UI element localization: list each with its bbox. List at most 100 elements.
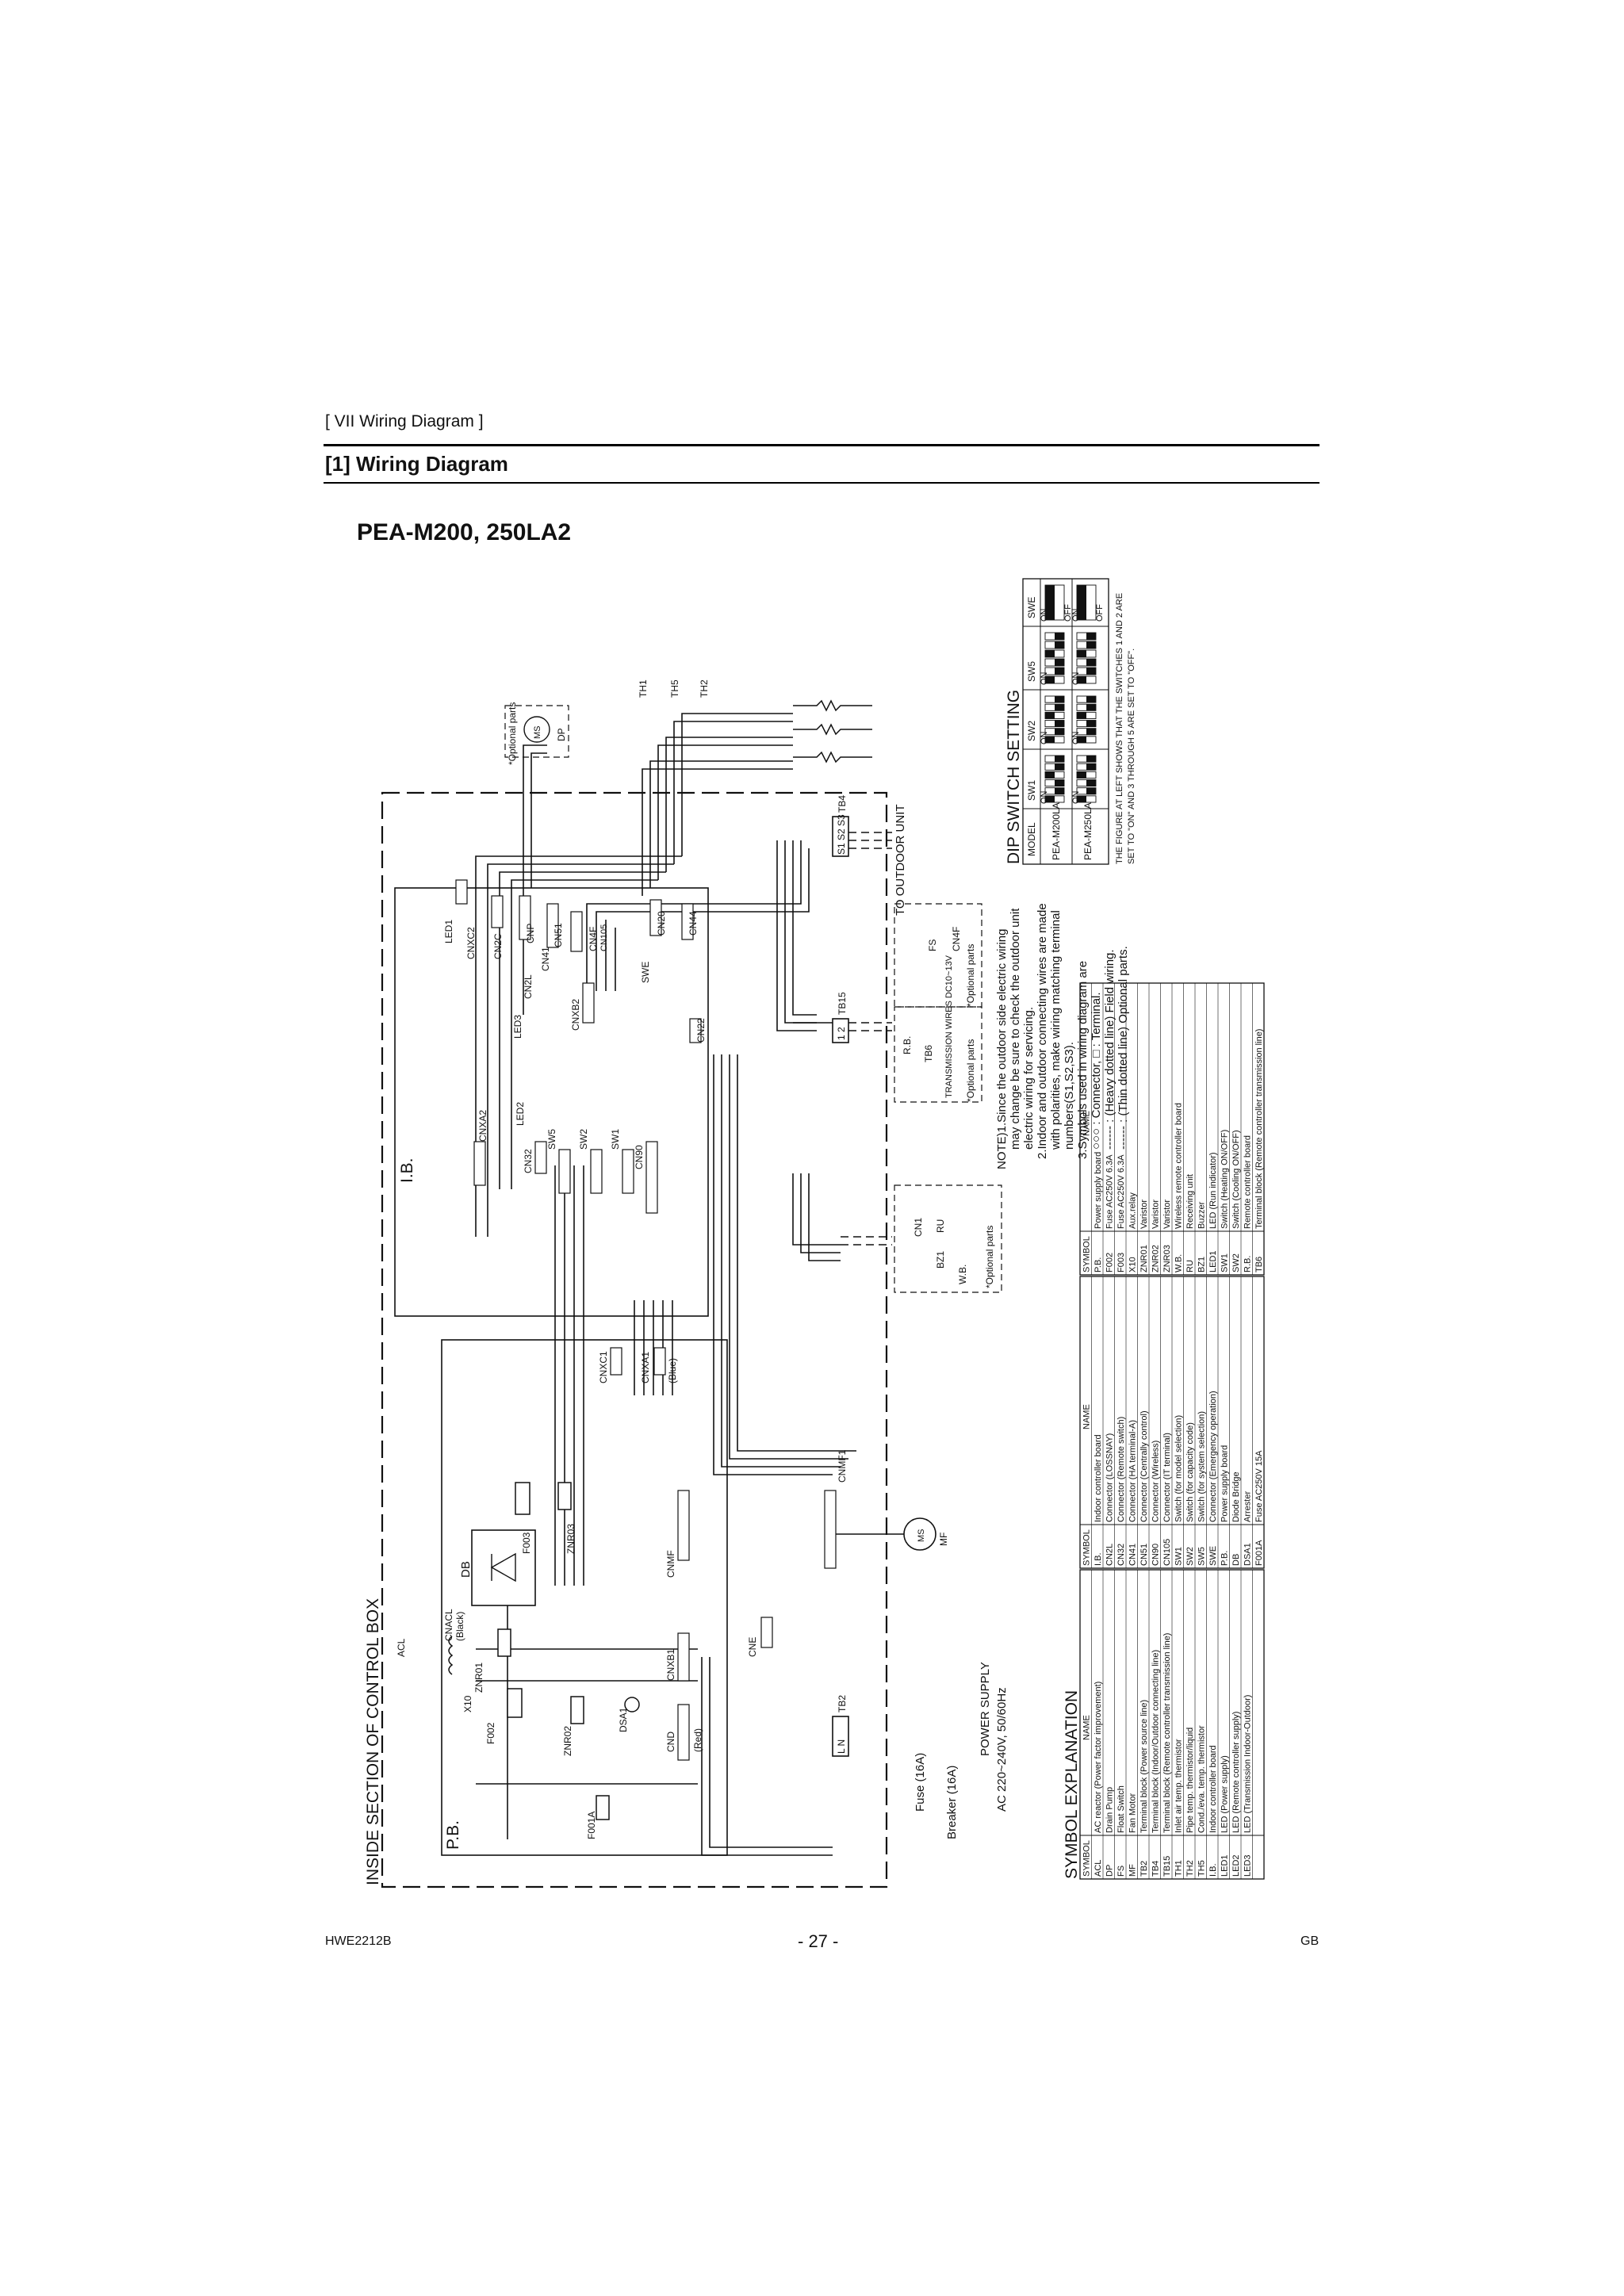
dip-switch-knob xyxy=(1077,771,1086,779)
symbol-title: SYMBOL EXPLANATION xyxy=(1063,1690,1081,1879)
dip-switch-knob xyxy=(1045,676,1055,683)
svg-text:3.Symbols used in wiring diagr: 3.Symbols used in wiring diagram are xyxy=(1076,961,1090,1159)
symbol-cell: F001A xyxy=(1254,1540,1264,1566)
svg-text:numbers(S1,S2,S3).: numbers(S1,S2,S3). xyxy=(1063,1042,1076,1150)
name-cell: Float Switch xyxy=(1116,1785,1126,1833)
name-cell: Fuse AC250V 15A xyxy=(1254,1450,1264,1522)
f001a-fuse xyxy=(596,1795,610,1820)
name-cell: Terminal block (Indoor/Outdoor connectin… xyxy=(1151,1650,1161,1833)
cn22-connector xyxy=(689,1018,702,1043)
name-header: NAME xyxy=(1082,1404,1092,1429)
cnxc1-connector xyxy=(610,1347,622,1376)
name-cell: Receiving unit xyxy=(1185,1174,1195,1229)
dip-note: THE FIGURE AT LEFT SHOWS THAT THE SWITCH… xyxy=(1115,593,1124,864)
x10-label: X10 xyxy=(462,1695,473,1712)
th2-label: TH2 xyxy=(699,679,710,698)
dip-switch-knob xyxy=(1086,779,1096,786)
name-cell: Fuse AC250V 6.3A xyxy=(1116,1154,1126,1229)
dip-switch-knob xyxy=(1086,756,1096,763)
name-cell: LED (Run indicator) xyxy=(1208,1152,1218,1229)
dip-on-label: ON xyxy=(1040,608,1049,622)
symbol-cell: X10 xyxy=(1128,1257,1138,1272)
rb-optional-box xyxy=(894,1006,982,1103)
name-cell: Connector (Wireless) xyxy=(1151,1441,1161,1522)
dip-switch-knob xyxy=(1077,650,1086,657)
title-rule xyxy=(324,482,1320,484)
dip-switch-knob xyxy=(1055,696,1064,703)
sw1-label: SW1 xyxy=(610,1129,621,1150)
dip-on-label: ON xyxy=(1040,790,1049,804)
symbol-cell: TH1 xyxy=(1174,1860,1184,1877)
sw2-label: SW2 xyxy=(578,1129,589,1150)
tb2-terminal xyxy=(832,1716,849,1757)
dp-label: DP xyxy=(556,728,567,741)
dsa1-label: DSA1 xyxy=(618,1707,629,1732)
th1-thermistor xyxy=(793,699,872,712)
dip-switch-knob xyxy=(1086,696,1096,703)
name-cell: Switch (for capacity code) xyxy=(1185,1422,1195,1522)
cn1-label: CN1 xyxy=(913,1218,924,1237)
svg-text:with polarities, make wiring m: with polarities, make wiring matching te… xyxy=(1049,910,1063,1150)
dip-switch-knob xyxy=(1055,787,1064,794)
symbol-cell: ZNR01 xyxy=(1139,1245,1149,1272)
cnxb2-connector xyxy=(582,982,595,1024)
name-cell: AC reactor (Power factor improvement) xyxy=(1094,1682,1103,1833)
page-title: [1] Wiring Diagram xyxy=(325,452,508,476)
name-header: NAME xyxy=(1082,1111,1092,1136)
name-cell: Fuse AC250V 6.3A xyxy=(1105,1154,1115,1229)
th2-thermistor xyxy=(793,751,872,763)
pb-board xyxy=(441,1339,728,1856)
fs-optional-label: *Optional parts xyxy=(965,944,976,1007)
name-cell: Connector (Emergency operation) xyxy=(1208,1391,1218,1522)
cnxb1-connector xyxy=(677,1632,690,1682)
tb6-label: TB6 xyxy=(923,1045,934,1062)
symbol-cell: CN41 xyxy=(1128,1544,1138,1566)
dip-column-header: MODEL xyxy=(1026,822,1037,856)
name-cell: Terminal block (Remote controller transm… xyxy=(1254,1029,1264,1229)
dip-switch-knob xyxy=(1086,668,1096,675)
dip-switch-knob xyxy=(1055,704,1064,711)
cn2l-label: CN2L xyxy=(523,974,534,999)
symbol-cell: F003 xyxy=(1116,1253,1126,1272)
dip-switch-knob xyxy=(1055,720,1064,727)
name-cell: Cond./eva. temp. thermistor xyxy=(1197,1725,1207,1833)
dip-switch-knob xyxy=(1086,787,1096,794)
symbol-cell: SW1 xyxy=(1220,1253,1230,1272)
cn90-label: CN90 xyxy=(634,1145,645,1169)
symbol-cell: LED3 xyxy=(1243,1854,1253,1877)
dip-switch-knob xyxy=(1077,676,1086,683)
dip-switch-knob xyxy=(1045,736,1055,743)
dip-switch-knob xyxy=(1045,795,1055,802)
led2-label: LED2 xyxy=(515,1102,526,1126)
power-rating-label: AC 220~240V, 50/60Hz xyxy=(995,1687,1009,1812)
symbol-cell: I.B. xyxy=(1094,1552,1103,1566)
symbol-cell: CN51 xyxy=(1139,1544,1149,1566)
cn32-label: CN32 xyxy=(523,1149,534,1173)
tb15-terms: 1 2 xyxy=(836,1027,847,1040)
cnmf-connector xyxy=(677,1490,690,1561)
svg-text:------ : (Thin dotted line) Op: ------ : (Thin dotted line) Optional par… xyxy=(1116,946,1130,1150)
led1-label: LED1 xyxy=(443,920,454,943)
cnacl-color: (Black) xyxy=(454,1612,465,1641)
name-cell: Connector (HA terminal-A) xyxy=(1128,1420,1138,1522)
cn4f-label: CN4F xyxy=(588,927,599,951)
symbol-cell: R.B. xyxy=(1243,1256,1253,1272)
tb4-terminal xyxy=(832,816,849,857)
f002-fuse xyxy=(507,1688,523,1718)
name-cell: Connector (LOSSNAY) xyxy=(1105,1433,1115,1522)
th1-label: TH1 xyxy=(638,679,649,698)
dip-switch-knob xyxy=(1055,633,1064,640)
cnxa1-label: CNXA1 xyxy=(640,1352,651,1383)
tb15-label: TB15 xyxy=(837,992,848,1015)
name-cell: Connector (Centrally control) xyxy=(1139,1410,1149,1522)
name-header: NAME xyxy=(1082,1715,1092,1740)
cn51-connector xyxy=(546,903,559,948)
dip-on-label: ON xyxy=(1071,731,1081,744)
cnp-label: CNP xyxy=(525,924,536,943)
dip-table-frame xyxy=(1022,578,1109,865)
dip-on-label: ON xyxy=(1071,672,1081,685)
cnxa1-connector xyxy=(653,1347,666,1376)
dip-switch-knob xyxy=(1086,633,1096,640)
dip-column-header: SW5 xyxy=(1026,661,1037,682)
